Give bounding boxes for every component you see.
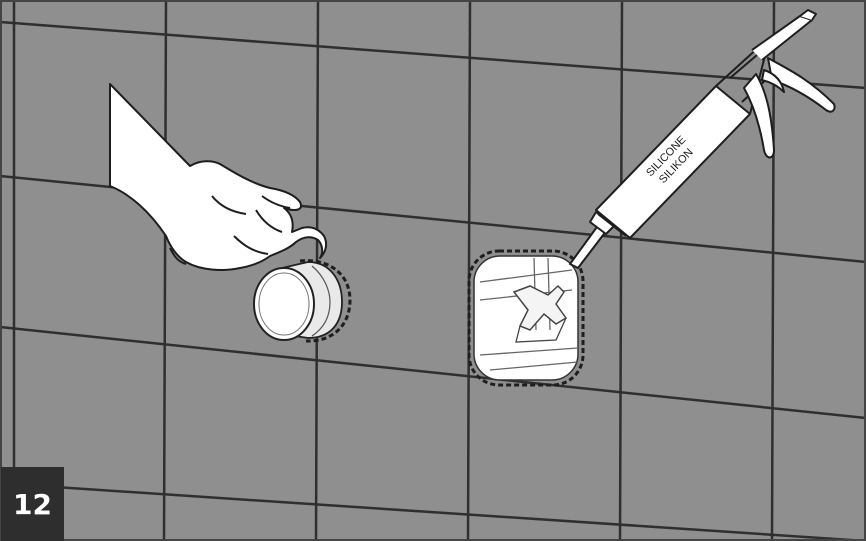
- step-number: 12: [13, 487, 52, 521]
- caulking-gun-icon: [569, 9, 836, 269]
- wall-cutout-icon: [467, 249, 585, 387]
- hand-icon: [109, 83, 328, 271]
- cap-icon: [253, 259, 352, 343]
- step-badge: 12: [1, 467, 64, 541]
